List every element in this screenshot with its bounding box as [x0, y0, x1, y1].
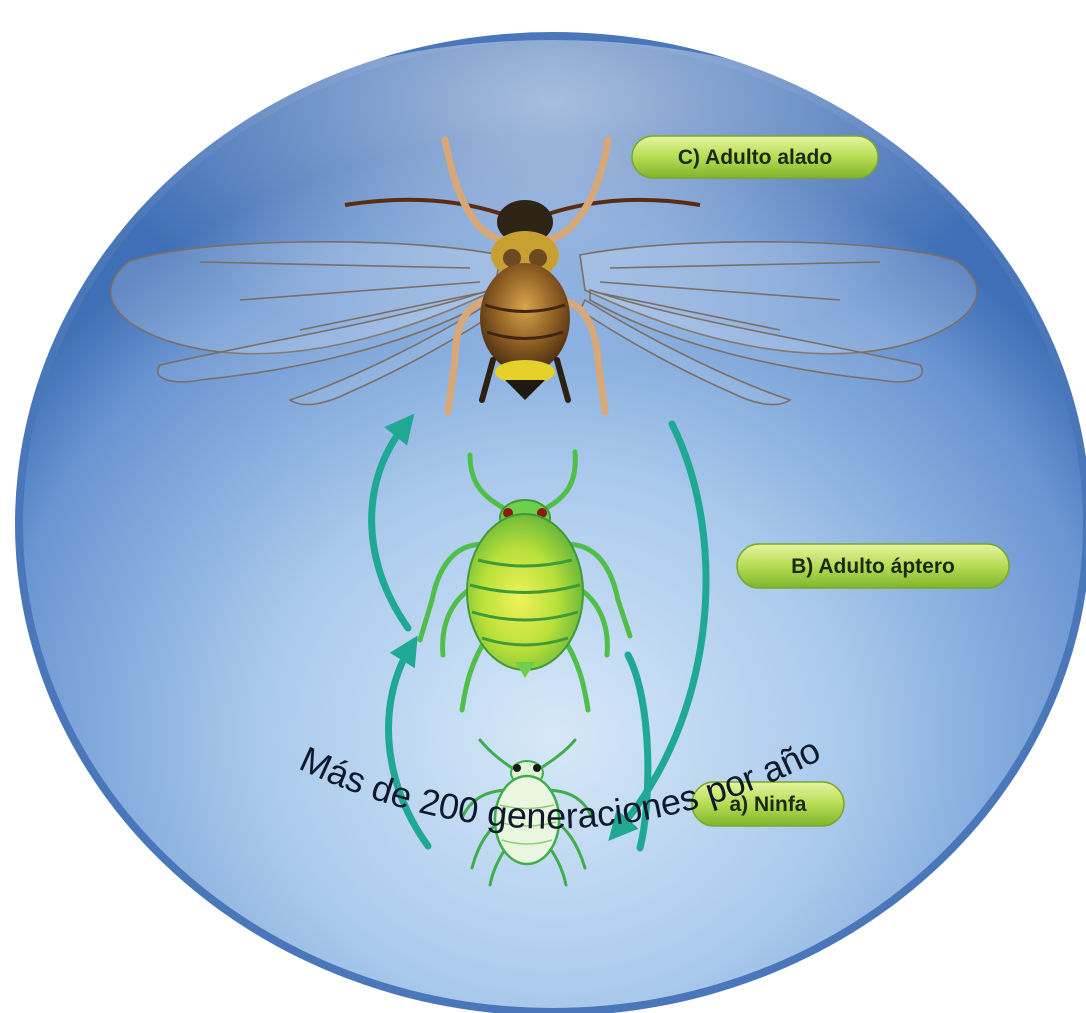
- label-wingless-adult: B) Adulto áptero: [737, 544, 1009, 588]
- label-winged-adult-text: C) Adulto alado: [678, 146, 832, 169]
- label-wingless-adult-text: B) Adulto áptero: [791, 555, 955, 578]
- label-winged-adult: C) Adulto alado: [632, 136, 878, 178]
